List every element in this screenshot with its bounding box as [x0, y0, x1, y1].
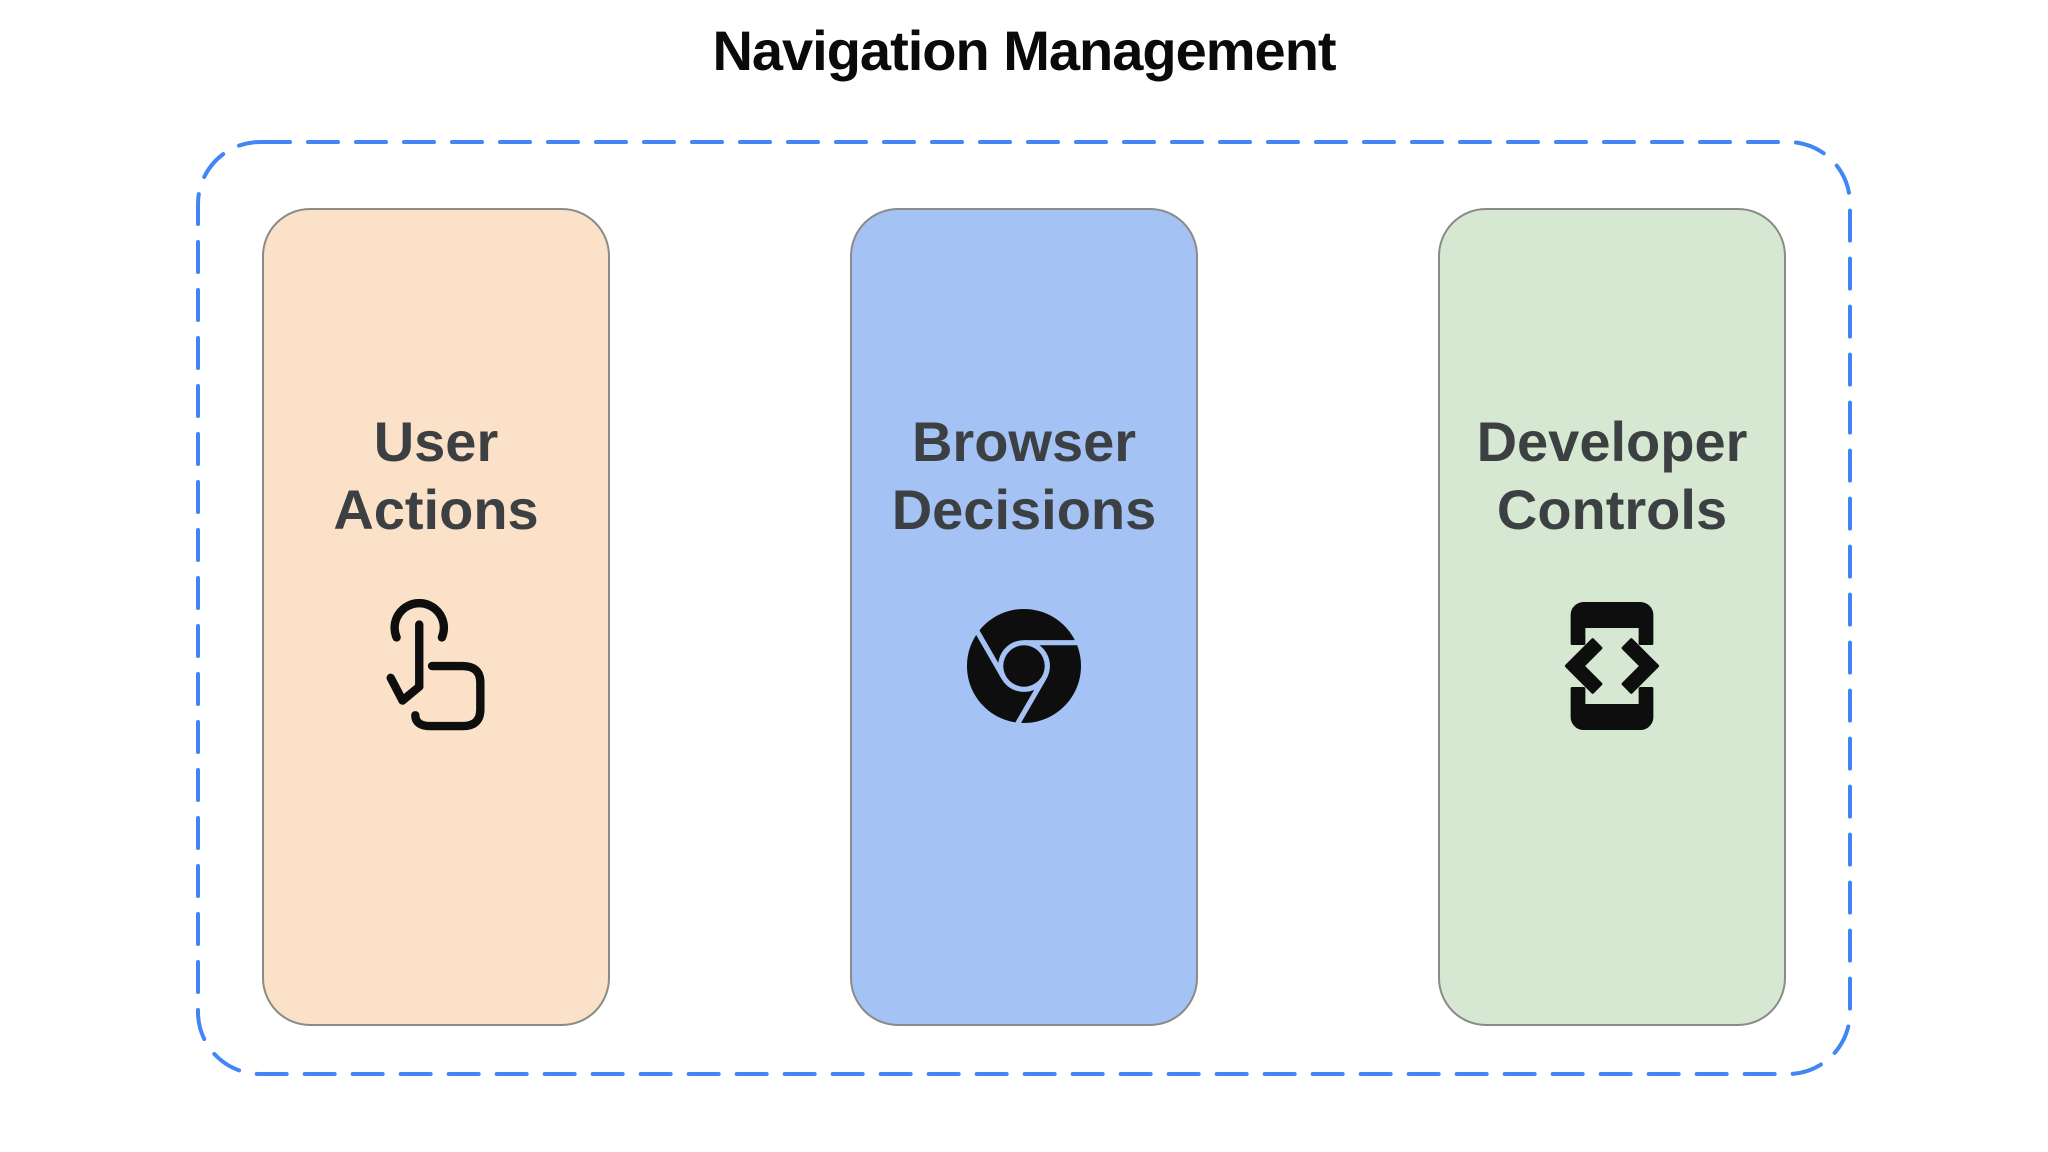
card-label-line: Controls	[1496, 477, 1728, 541]
chrome-browser-icon	[852, 596, 1196, 736]
card-browser-decisions: Browser Decisions	[850, 208, 1198, 1026]
card-label-developer-controls: Developer Controls	[1477, 408, 1748, 544]
diagram-title: Navigation Management	[712, 19, 1336, 82]
card-user-actions: User Actions	[262, 208, 610, 1026]
tap-gesture-icon	[264, 596, 608, 736]
card-developer-controls: Developer Controls	[1438, 208, 1786, 1026]
card-label-user-actions: User Actions	[333, 408, 538, 544]
card-label-line: Decisions	[891, 477, 1157, 541]
card-row: User Actions Browser Decisions	[196, 140, 1852, 1076]
card-label-line: User	[373, 410, 499, 473]
navigation-management-group: User Actions Browser Decisions	[196, 140, 1852, 1076]
developer-mode-icon	[1440, 596, 1784, 736]
card-label-line: Browser	[911, 410, 1137, 473]
card-label-line: Actions	[333, 477, 539, 541]
card-label-line: Developer	[1476, 410, 1748, 473]
dashed-border	[196, 140, 1852, 1076]
card-label-browser-decisions: Browser Decisions	[892, 408, 1157, 544]
